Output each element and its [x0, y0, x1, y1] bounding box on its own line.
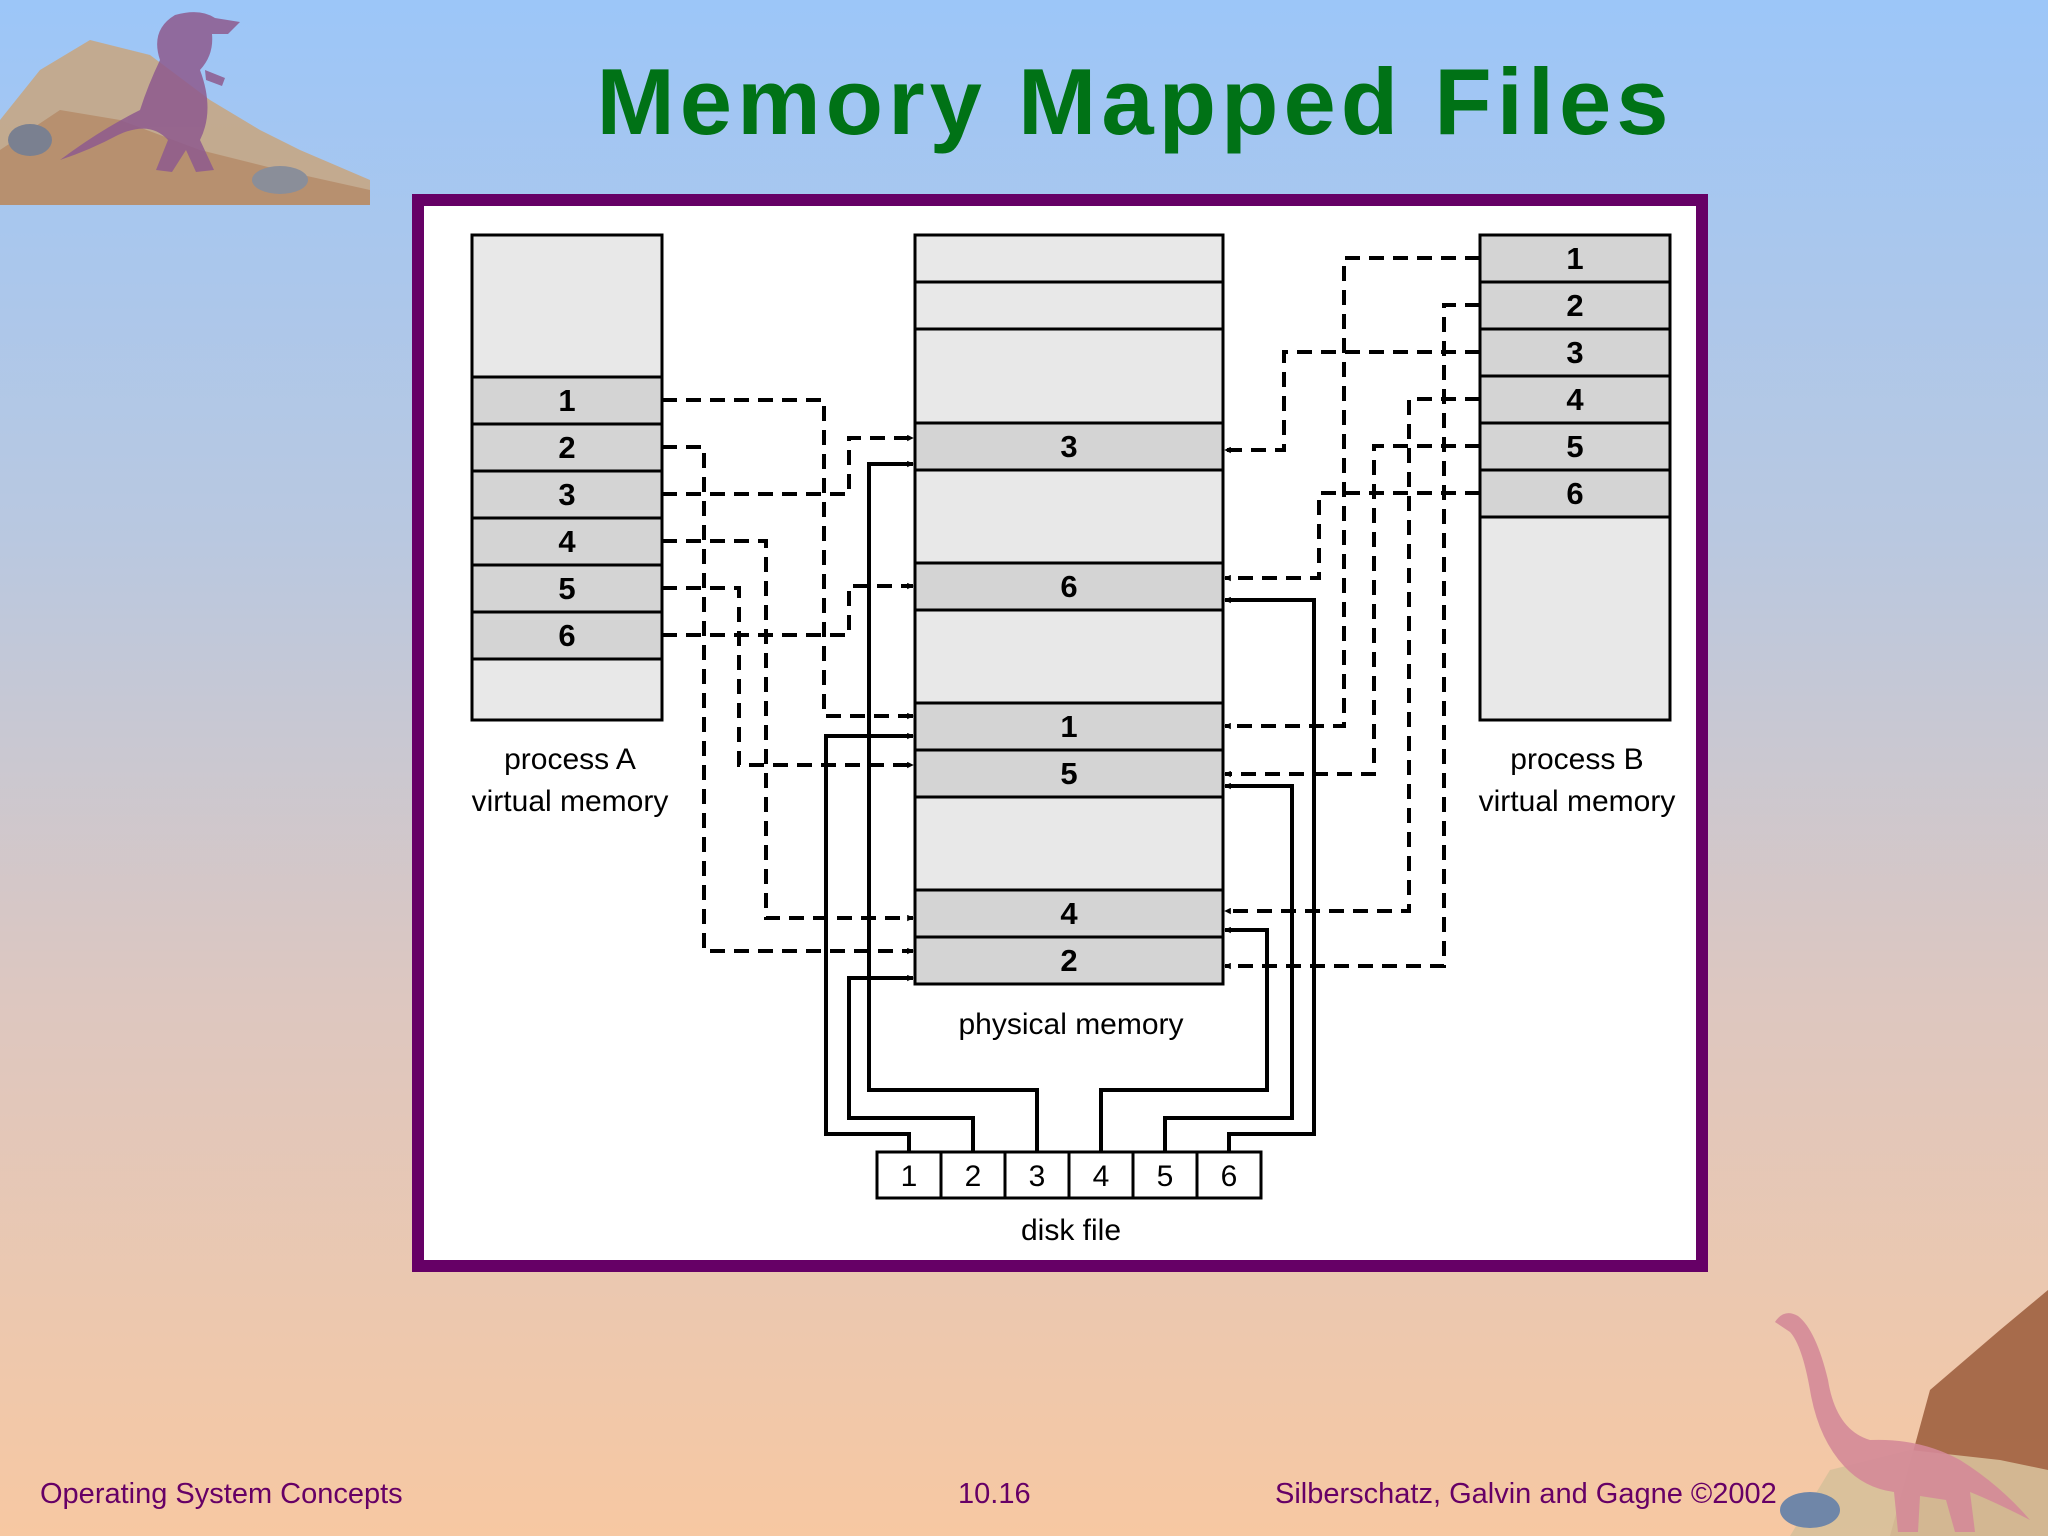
disk-block: 2: [965, 1160, 982, 1193]
physical-frame: 2: [1060, 943, 1077, 978]
mapping-arrow: [662, 398, 914, 720]
process-a-page: 1: [558, 383, 575, 418]
process-b-page: 2: [1566, 288, 1583, 323]
disk-mapping-arrows: [824, 460, 1316, 1152]
footer-copyright: Silberschatz, Galvin and Gagne ©2002: [1275, 1478, 1777, 1510]
process-a-page: 4: [558, 524, 576, 559]
process-b-label: process B: [1510, 743, 1643, 776]
physical-frame: 5: [1060, 756, 1077, 791]
process-b-label: virtual memory: [1479, 785, 1676, 818]
disk-block: 4: [1093, 1160, 1110, 1193]
physical-memory: 3 6 1 5 4 2 physical memory: [913, 233, 1225, 1041]
process-b-page: 5: [1566, 429, 1583, 464]
footer-slide-number: 10.16: [958, 1478, 1031, 1510]
mapping-arrow: [1224, 397, 1480, 915]
process-a-mapping-arrows: [662, 398, 914, 955]
mapping-arrow: [662, 445, 914, 955]
disk-block: 5: [1157, 1160, 1174, 1193]
process-b-page: 6: [1566, 476, 1583, 511]
slide-title: Memory Mapped Files: [596, 49, 1674, 154]
mapping-arrow: [662, 539, 914, 922]
process-b-mapping-arrows: [1224, 256, 1480, 970]
process-b-page: 1: [1566, 241, 1583, 276]
process-a-page: 2: [558, 430, 575, 465]
brontosaurus-icon: [1775, 1290, 2048, 1536]
disk-block: 3: [1029, 1160, 1046, 1193]
disk-mapping-arrow: [1099, 926, 1269, 1152]
physical-frame: 6: [1060, 569, 1077, 604]
process-a-page: 5: [558, 571, 575, 606]
diagram-frame: 1 2 3 4 5 6 process A virtual memory: [412, 194, 1708, 1272]
process-b-virtual-memory: 1 2 3 4 5 6 process B virtual memory: [1478, 233, 1676, 818]
mapping-arrow: [1224, 256, 1480, 730]
mapping-arrow: [662, 582, 914, 637]
mapping-arrow: [1224, 303, 1480, 970]
process-b-page: 4: [1566, 382, 1584, 417]
process-b-page: 3: [1566, 335, 1583, 370]
physical-frame: 4: [1060, 896, 1078, 931]
mapping-arrow: [1224, 491, 1480, 582]
physical-frame: 3: [1060, 429, 1077, 464]
process-a-label: virtual memory: [472, 785, 669, 818]
mapping-arrow: [662, 586, 914, 769]
disk-block: 6: [1221, 1160, 1238, 1193]
physical-memory-label: physical memory: [958, 1008, 1183, 1041]
memory-mapping-diagram: 1 2 3 4 5 6 process A virtual memory: [470, 233, 1676, 1247]
mapping-arrow: [1224, 444, 1480, 778]
physical-frame: 1: [1060, 709, 1077, 744]
disk-mapping-arrow: [1163, 782, 1294, 1152]
process-a-page: 6: [558, 618, 575, 653]
disk-mapping-arrow: [1224, 596, 1316, 1152]
mapping-arrow: [662, 434, 914, 496]
t-rex-icon: [0, 12, 370, 205]
process-a-page: 3: [558, 477, 575, 512]
disk-file-label: disk file: [1021, 1214, 1121, 1247]
process-a-label: process A: [504, 743, 636, 776]
disk-mapping-arrow: [824, 732, 914, 1152]
disk-mapping-arrow: [867, 460, 1039, 1152]
process-a-virtual-memory: 1 2 3 4 5 6 process A virtual memory: [470, 233, 669, 818]
disk-file: 1 2 3 4 5 6 disk file: [875, 1150, 1263, 1247]
disk-block: 1: [901, 1160, 918, 1193]
mapping-arrow: [1224, 350, 1480, 454]
footer-course-name: Operating System Concepts: [40, 1478, 403, 1510]
